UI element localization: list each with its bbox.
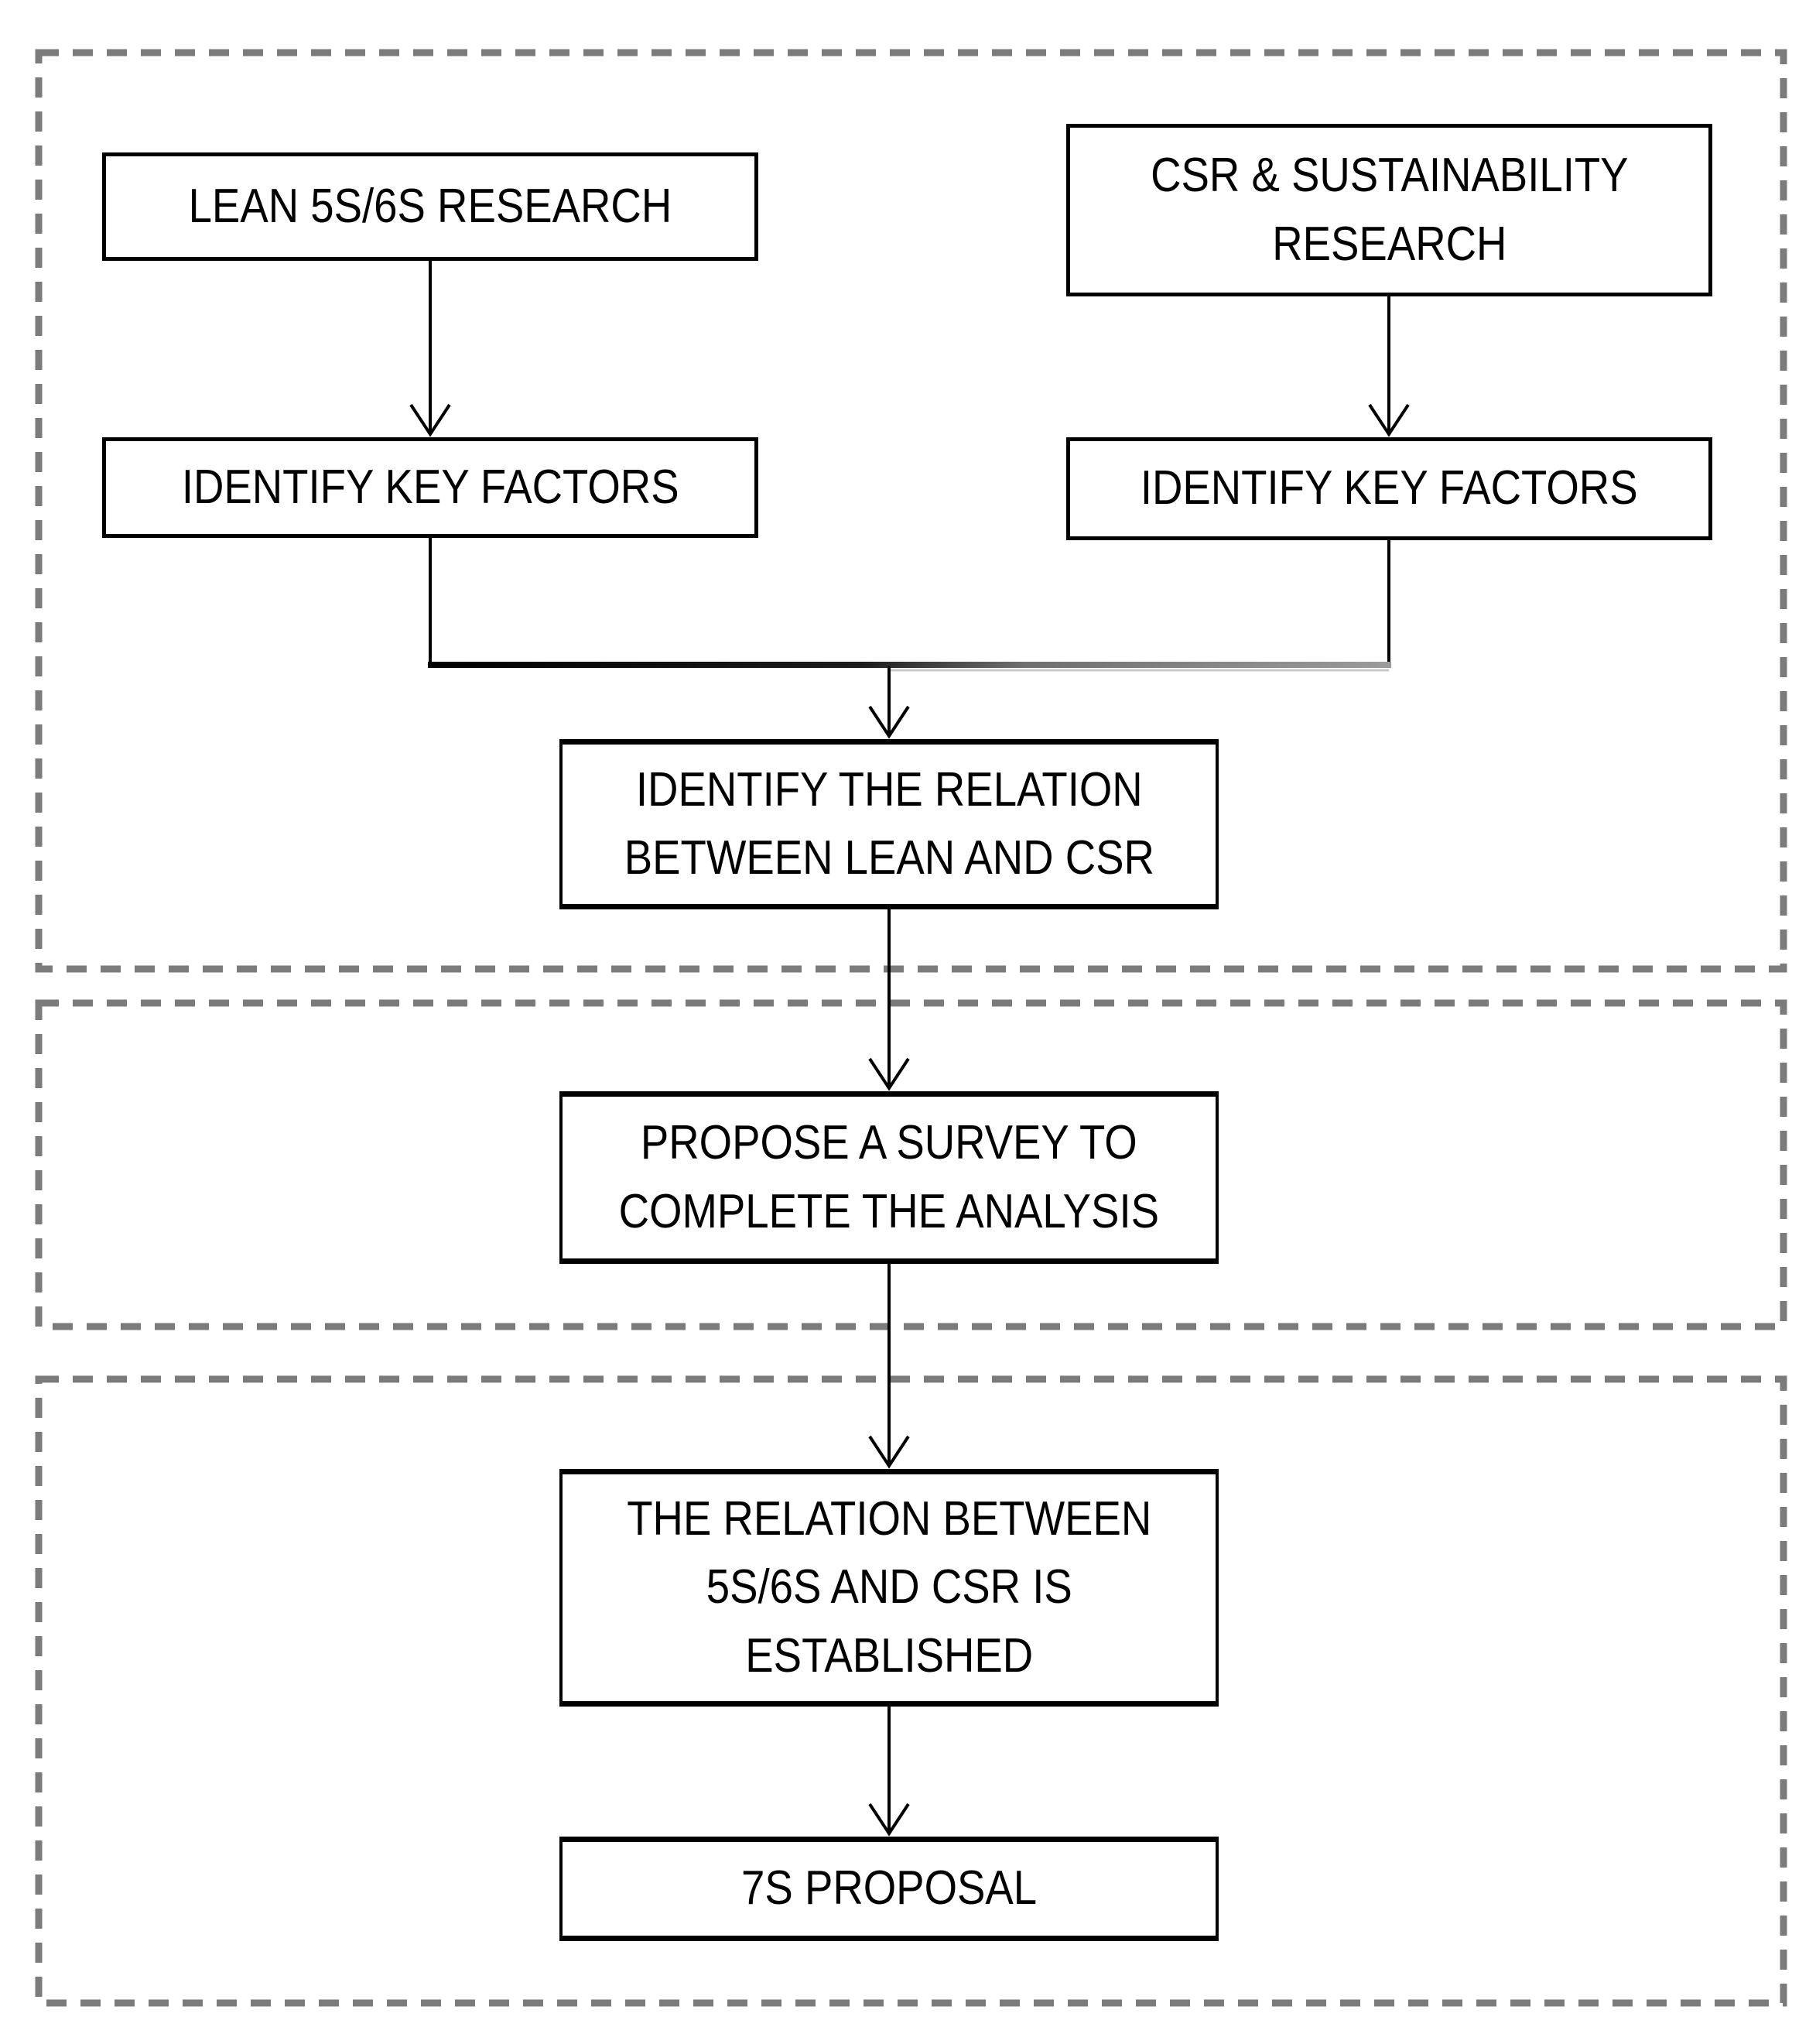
node-lean-research-label: LEAN 5S/6S RESEARCH	[188, 179, 672, 233]
arrow-merge-to-relation	[868, 666, 910, 739]
node-identify-relation-label: IDENTIFY THE RELATION BETWEEN LEAN AND C…	[624, 762, 1154, 885]
node-relation-established-label: THE RELATION BETWEEN 5S/6S AND CSR IS ES…	[626, 1492, 1152, 1683]
node-relation-established: THE RELATION BETWEEN 5S/6S AND CSR IS ES…	[559, 1469, 1219, 1707]
phase-2-dashed-region	[35, 999, 1787, 1330]
node-propose-survey: PROPOSE A SURVEY TO COMPLETE THE ANALYSI…	[559, 1091, 1219, 1264]
merge-connector	[428, 538, 1391, 672]
node-csr-research-label: CSR & SUSTAINABILITY RESEARCH	[1150, 149, 1629, 271]
node-identify-relation: IDENTIFY THE RELATION BETWEEN LEAN AND C…	[559, 739, 1219, 909]
arrow-relation-to-survey	[868, 909, 910, 1091]
node-propose-survey-label: PROPOSE A SURVEY TO COMPLETE THE ANALYSI…	[618, 1116, 1160, 1238]
node-identify-factors-left-label: IDENTIFY KEY FACTORS	[181, 460, 679, 514]
node-7s-proposal-label: 7S PROPOSAL	[740, 1861, 1038, 1916]
node-7s-proposal: 7S PROPOSAL	[559, 1837, 1219, 1941]
node-csr-research: CSR & SUSTAINABILITY RESEARCH	[1066, 124, 1712, 296]
node-identify-factors-right: IDENTIFY KEY FACTORS	[1066, 437, 1712, 540]
node-identify-factors-right-label: IDENTIFY KEY FACTORS	[1141, 461, 1638, 515]
arrow-lean-to-factors	[409, 261, 451, 437]
node-lean-research: LEAN 5S/6S RESEARCH	[102, 152, 758, 261]
arrow-csr-to-factors	[1368, 296, 1410, 437]
arrow-established-to-proposal	[868, 1707, 910, 1837]
arrow-survey-to-established	[868, 1264, 910, 1469]
phase-3-dashed-region	[35, 1375, 1787, 2007]
node-identify-factors-left: IDENTIFY KEY FACTORS	[102, 437, 758, 538]
